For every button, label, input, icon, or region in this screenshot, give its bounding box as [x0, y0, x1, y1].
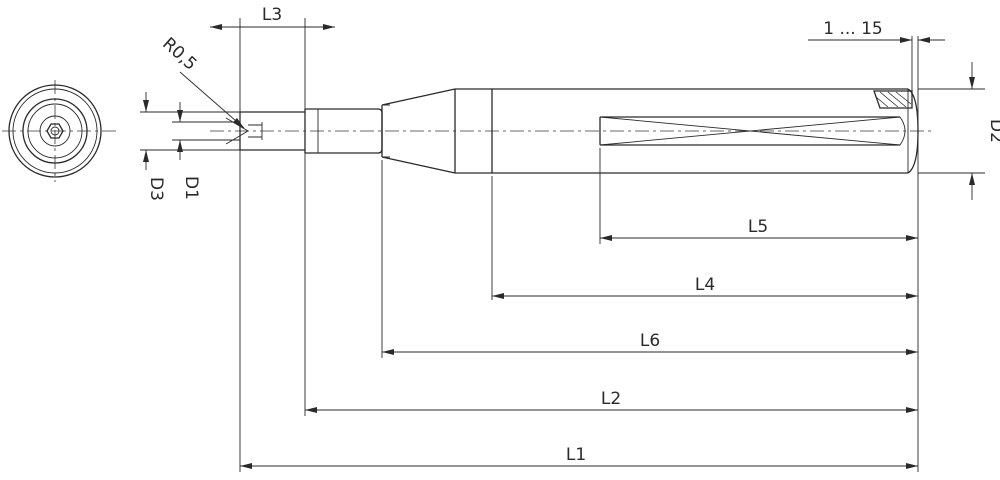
label-range: 1 ... 15 — [823, 19, 882, 39]
label-l6: L6 — [640, 331, 660, 351]
label-r: R0,5 — [158, 34, 200, 75]
tool-body — [210, 88, 935, 174]
extension-lines — [140, 18, 985, 472]
label-l2: L2 — [601, 389, 621, 409]
label-l1: L1 — [566, 445, 586, 465]
label-d2: D2 — [986, 119, 1000, 143]
label-l5: L5 — [748, 217, 768, 237]
label-l4: L4 — [695, 275, 715, 295]
dimension-lines — [143, 24, 975, 469]
label-l3: L3 — [262, 5, 282, 25]
dimension-labels: L3 1 ... 15 L5 L4 L6 L2 L1 D2 D3 D1 R0,5 — [146, 5, 1000, 465]
label-d3: D3 — [146, 177, 166, 201]
label-d1: D1 — [181, 176, 201, 200]
end-view — [2, 80, 118, 182]
